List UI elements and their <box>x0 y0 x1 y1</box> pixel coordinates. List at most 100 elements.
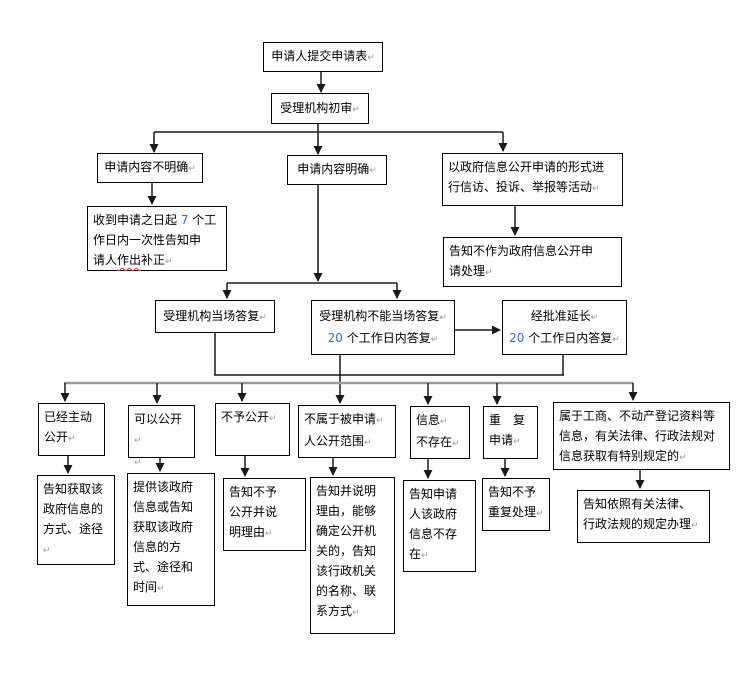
arrowhead-icon <box>240 468 250 477</box>
paragraph-mark-icon: ↵ <box>440 417 448 427</box>
flow-node-label: 告知不予公开并说明理由↵ <box>229 485 278 539</box>
paragraph-mark-icon: ↵ <box>369 166 377 176</box>
flow-node-provide-info-or-notify: 提供该政府信息或告知获取该政府信息的方式、途径和时间↵ <box>127 473 215 606</box>
flow-node-label: 收到申请之日起 7 个工作日内一次性告知申请人作出补正↵ <box>93 213 217 267</box>
arrowhead-icon <box>222 290 232 299</box>
flow-node-label: 不属于被申请↵人公开范围↵ <box>304 412 384 448</box>
flow-node-notify-no-disclosure-reason: 告知不予公开并说明理由↵ <box>223 478 306 551</box>
flow-node-petition-activities: 以政府信息公开申请的形式进行信访、投诉、举报等活动↵ <box>442 153 623 206</box>
flow-node-notify-per-laws: 告知依照有关法律、行政法规的规定办理↵ <box>577 490 710 543</box>
flow-node-notify-correction: 收到申请之日起 7 个工作日内一次性告知申请人作出补正↵ <box>87 206 227 271</box>
deadline-number: 20 <box>327 330 343 345</box>
paragraph-mark-icon: ↵ <box>367 53 375 63</box>
flow-node-notify-info-not-exist: 告知申请人该政府信息不存在↵ <box>403 480 476 572</box>
arrowhead-icon <box>423 470 433 479</box>
paragraph-mark-icon: ↵ <box>485 268 493 278</box>
spellcheck-underline: 作出 <box>117 253 142 267</box>
flow-node-label: 已经主动公开↵ <box>44 410 93 444</box>
paragraph-mark-icon: ↵ <box>513 437 521 447</box>
flow-node-content-unclear: 申请内容不明确↵ <box>97 153 203 183</box>
flow-node-notify-no-repeat: 告知不予重复处理↵ <box>482 478 550 531</box>
paragraph-mark-icon: ↵ <box>265 529 273 539</box>
paragraph-mark-icon: ↵ <box>536 509 544 519</box>
flow-node-initial-review: 受理机构初审↵ <box>271 93 369 124</box>
arrowhead-icon <box>316 84 326 93</box>
arrowhead-icon <box>60 393 70 402</box>
arrowhead-icon <box>423 396 433 405</box>
arrowhead-icon <box>147 196 157 205</box>
paragraph-mark-icon: ↵ <box>165 257 173 267</box>
paragraph-mark-icon: ↵ <box>452 439 460 449</box>
arrowhead-icon <box>510 227 520 236</box>
flow-node-label: 告知申请人该政府信息不存在↵ <box>409 487 458 561</box>
paragraph-mark-icon: ↵ <box>590 312 599 323</box>
flow-node-label: 申请内容不明确↵ <box>104 160 196 174</box>
flow-node-cannot-reply-on-spot: 受理机构不能当场答复↵20 个工作日内答复↵ <box>311 300 455 355</box>
arrowhead-icon <box>628 392 638 401</box>
flow-node-not-in-disclosure-scope: 不属于被申请↵人公开范围↵ <box>298 405 396 458</box>
flow-node-info-not-exist: 信息↵不存在↵ <box>410 406 470 459</box>
paragraph-mark-icon: ↵ <box>134 458 142 468</box>
flow-node-approved-extension: 经批准延长↵20 个工作日内答复↵ <box>502 300 627 355</box>
paragraph-mark-icon: ↵ <box>134 436 142 446</box>
deadline-number: 7 <box>180 213 189 227</box>
flow-node-repeated-application: 重 复申请↵ <box>483 406 538 459</box>
paragraph-mark-icon: ↵ <box>364 438 372 448</box>
paragraph-mark-icon: ↵ <box>679 453 687 463</box>
paragraph-mark-icon: ↵ <box>68 434 76 444</box>
paragraph-mark-icon: ↵ <box>691 521 699 531</box>
flow-node-label: 信息↵不存在↵ <box>416 413 460 449</box>
arrowhead-icon <box>335 395 345 404</box>
deadline-number: 20 <box>509 330 525 345</box>
arrowhead-icon <box>500 468 510 477</box>
paragraph-mark-icon: ↵ <box>439 312 447 323</box>
flow-node-already-disclosed: 已经主动公开↵ <box>38 403 105 456</box>
paragraph-mark-icon: ↵ <box>259 312 267 323</box>
flow-node-notify-access-method: 告知获取该政府信息的方式、途径↵ <box>37 475 115 565</box>
paragraph-mark-icon: ↵ <box>376 416 384 426</box>
flow-node-label: 受理机构当场答复↵ <box>163 308 267 323</box>
arrowhead-icon <box>63 465 73 474</box>
flow-node-label: 不予公开↵ <box>221 410 277 424</box>
arrowhead-icon <box>328 467 338 476</box>
arrowhead-icon <box>237 393 247 402</box>
flow-node-label: 属于工商、不动产登记资料等信息，有关法律、行政法规对信息获取有特别规定的↵ <box>559 409 716 463</box>
arrowhead-icon <box>498 143 508 152</box>
flow-node-reply-on-spot: 受理机构当场答复↵ <box>155 300 275 333</box>
flow-node-label: 受理机构初审↵ <box>280 100 360 115</box>
arrowhead-icon <box>313 273 323 282</box>
paragraph-mark-icon: ↵ <box>430 334 439 345</box>
paragraph-mark-icon: ↵ <box>188 164 196 174</box>
paragraph-mark-icon: ↵ <box>352 104 360 115</box>
flow-node-content-clear: 申请内容明确↵ <box>287 155 387 185</box>
paragraph-mark-icon: ↵ <box>157 584 165 594</box>
paragraph-mark-icon: ↵ <box>43 546 51 556</box>
flow-node-label: 告知获取该政府信息的方式、途径↵ <box>43 482 104 556</box>
flow-node-label: 申请内容明确↵ <box>297 162 377 176</box>
paragraph-mark-icon: ↵ <box>612 334 620 345</box>
flow-node-submit-application: 申请人提交申请表↵ <box>263 42 383 72</box>
arrowhead-icon <box>152 395 162 404</box>
flow-node-label: 告知不予重复处理↵ <box>488 485 544 519</box>
flow-node-label: 提供该政府信息或告知获取该政府信息的方式、途径和时间↵ <box>133 480 194 594</box>
paragraph-mark-icon: ↵ <box>592 184 600 194</box>
flow-node-label: 经批准延长↵20 个工作日内答复↵ <box>509 308 620 345</box>
flow-node-label: 以政府信息公开申请的形式进行信访、投诉、举报等活动↵ <box>448 160 605 194</box>
flow-node-notify-reason-and-authority: 告知并说明理由，能够确定公开机关的，告知该行政机关的名称、联系方式↵ <box>310 477 395 634</box>
flow-node-special-regulations: 属于工商、不动产登记资料等信息，有关法律、行政法规对信息获取有特别规定的↵ <box>553 402 730 470</box>
flow-node-can-disclose: 可以公开↵↵ <box>128 405 195 468</box>
arrowhead-icon <box>155 463 165 472</box>
flow-node-not-treated-as-application: 告知不作为政府信息公开申请处理↵ <box>443 237 622 287</box>
flow-node-label: 告知依照有关法律、行政法规的规定办理↵ <box>583 497 699 531</box>
flow-node-label: 告知不作为政府信息公开申请处理↵ <box>449 244 594 278</box>
arrowhead-icon <box>149 144 159 153</box>
paragraph-mark-icon: ↵ <box>421 551 429 561</box>
flow-node-label: 受理机构不能当场答复↵20 个工作日内答复↵ <box>319 308 447 345</box>
paragraph-mark-icon: ↵ <box>352 608 360 618</box>
arrowhead-icon <box>392 290 402 299</box>
arrowhead-icon <box>492 325 501 335</box>
flow-node-label: 告知并说明理由，能够确定公开机关的，告知该行政机关的名称、联系方式↵ <box>316 484 377 618</box>
flow-node-label: 重 复申请↵ <box>489 413 526 447</box>
